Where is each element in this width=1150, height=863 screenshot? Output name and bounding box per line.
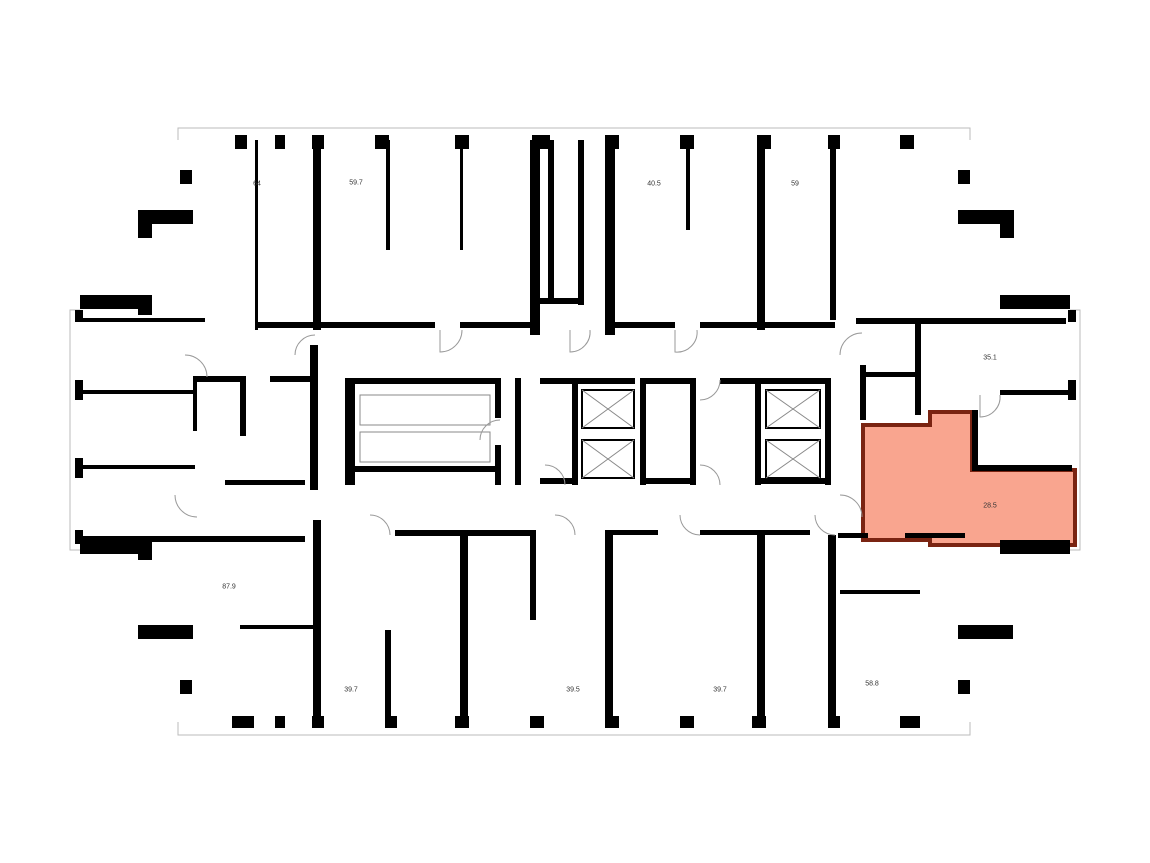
apartment-area-label: 39.7 [713, 686, 727, 694]
apartment-area-label-selected[interactable]: 28.5 [983, 502, 997, 510]
staircase [359, 394, 491, 463]
apartment-highlight-28-5[interactable] [861, 410, 1077, 547]
apartment-area-label: 64 [253, 180, 261, 188]
apartment-area-label: 35.1 [983, 354, 997, 362]
apartment-area-label: 87.9 [222, 583, 236, 591]
apartment-area-label: 59 [791, 180, 799, 188]
apartment-area-label: 39.7 [344, 686, 358, 694]
walls [75, 135, 1076, 728]
doors [174, 329, 1001, 536]
apartment-area-label: 40.5 [647, 180, 661, 188]
apartment-area-label: 39.5 [566, 686, 580, 694]
apartment-area-label: 59.7 [349, 179, 363, 187]
apartment-area-label: 58.8 [865, 680, 879, 688]
